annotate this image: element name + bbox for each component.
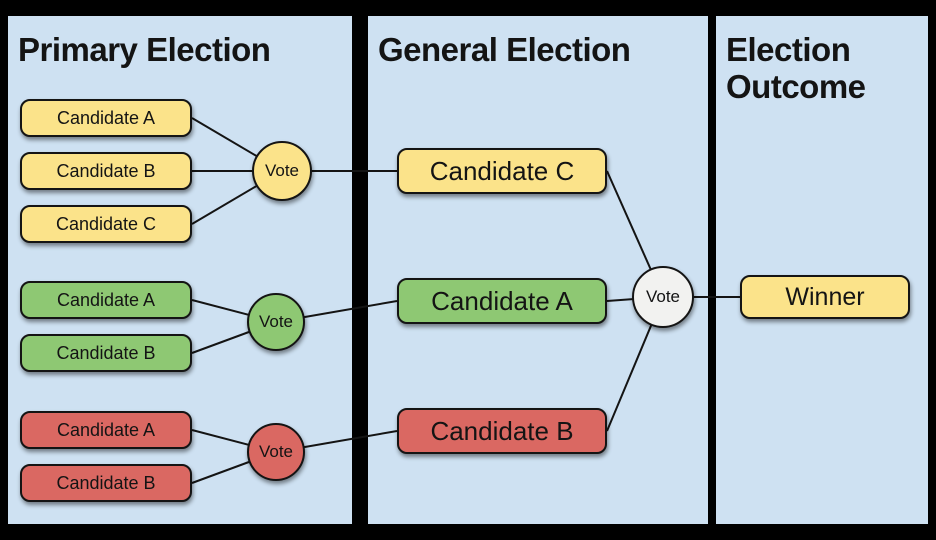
election-outcome-title: Election Outcome xyxy=(726,31,866,105)
primary-candidate-box: Candidate C xyxy=(20,205,192,243)
general-candidate-box: Candidate B xyxy=(397,408,607,454)
primary-candidate-box: Candidate A xyxy=(20,281,192,319)
general-candidate-box: Candidate A xyxy=(397,278,607,324)
primary-candidate-box: Candidate B xyxy=(20,152,192,190)
general-election-title: General Election xyxy=(378,31,631,68)
vote-node-red-party: Vote xyxy=(247,423,305,481)
primary-election-title: Primary Election xyxy=(18,31,271,68)
panel-election-outcome: Election Outcome xyxy=(716,16,928,524)
vote-node-general-election: Vote xyxy=(632,266,694,328)
primary-candidate-box: Candidate A xyxy=(20,99,192,137)
primary-candidate-box: Candidate B xyxy=(20,464,192,502)
vote-node-green-party: Vote xyxy=(247,293,305,351)
primary-candidate-box: Candidate B xyxy=(20,334,192,372)
vote-node-yellow-party: Vote xyxy=(252,141,312,201)
primary-candidate-box: Candidate A xyxy=(20,411,192,449)
general-candidate-box: Candidate C xyxy=(397,148,607,194)
winner-box: Winner xyxy=(740,275,910,319)
